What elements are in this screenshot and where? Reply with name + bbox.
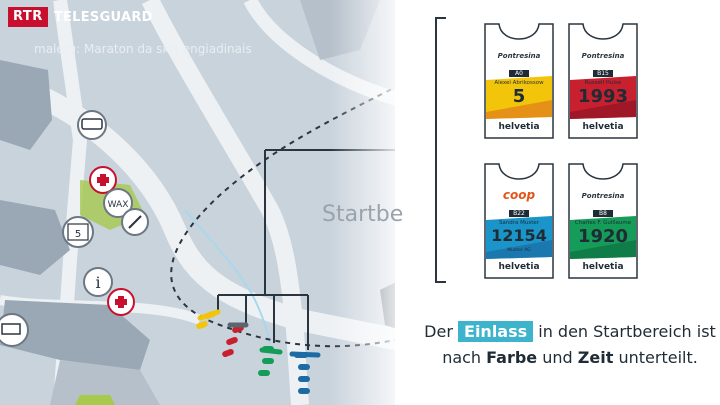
bib-block: B22: [509, 210, 529, 217]
area-label: Startbe: [322, 202, 404, 227]
info-panel: [395, 0, 720, 405]
bus-icon: [77, 110, 107, 140]
channel-name: TELESGUARD: [53, 9, 153, 25]
bib-shape: [484, 23, 554, 139]
bib-name: Russell Hulse: [584, 80, 622, 86]
bib-sponsor: helvetia: [498, 122, 540, 132]
bib-number: 1993: [577, 86, 629, 107]
bib-top-logo: Pontresina: [497, 52, 541, 60]
rtr-logo: RTR: [8, 7, 48, 27]
caption-text: Der: [424, 322, 453, 341]
svg-text:i: i: [95, 273, 100, 292]
bib-top-logo: Pontresina: [581, 192, 625, 200]
bib-shape: [484, 163, 554, 279]
bib-number: 5: [512, 86, 526, 107]
wax-icon: WAX: [103, 188, 133, 218]
building: [0, 60, 52, 150]
caption-line-1: Der Einlass in den Startbereich ist: [420, 321, 720, 342]
svg-text:WAX: WAX: [108, 200, 129, 210]
bib-sponsor: helvetia: [582, 122, 624, 132]
bib-name: Charles F. Guillaume: [574, 220, 632, 226]
number-5-icon: 5: [62, 216, 94, 248]
bib-sponsor: helvetia: [582, 262, 624, 272]
caption-text: nach: [442, 348, 482, 367]
bib-top-logo: coop: [502, 188, 536, 202]
first-aid-icon: [89, 166, 117, 194]
caption-text: in den Startbereich ist: [538, 322, 716, 341]
bib-shape: [568, 23, 638, 139]
bib-bracket: [435, 17, 446, 283]
program-subtitle: maletg: Maraton da skis engiadinais: [34, 42, 252, 56]
bib-block: A0: [509, 70, 529, 77]
caption-emphasis: Zeit: [577, 348, 614, 367]
caption-line-2: nach Farbe und Zeit unterteilt.: [420, 348, 720, 367]
bib-name: Sandra Muster: [498, 220, 540, 226]
bib-name: Alexei Abrikossow: [494, 80, 544, 86]
info-icon: i: [83, 267, 113, 297]
bib-block: B8: [593, 210, 613, 217]
bib-sponsor: helvetia: [498, 262, 540, 272]
bib-number: 1920: [577, 226, 629, 247]
einlass-highlight: Einlass: [458, 321, 534, 342]
wrench-icon: [121, 208, 149, 236]
caption-text: unterteilt.: [618, 348, 698, 367]
bib-top-logo: Pontresina: [581, 52, 625, 60]
caption-text: und: [542, 348, 573, 367]
bib-sub: Muster AG: [507, 248, 531, 253]
bib-number: 12154: [491, 226, 547, 245]
caption-emphasis: Farbe: [486, 348, 538, 367]
truck-icon: [0, 313, 29, 347]
first-aid-icon: [107, 288, 135, 316]
svg-text:5: 5: [75, 229, 81, 240]
broadcaster-logo: RTR TELESGUARD: [8, 6, 153, 28]
bib-shape: [568, 163, 638, 279]
bib-block: B15: [593, 70, 613, 77]
